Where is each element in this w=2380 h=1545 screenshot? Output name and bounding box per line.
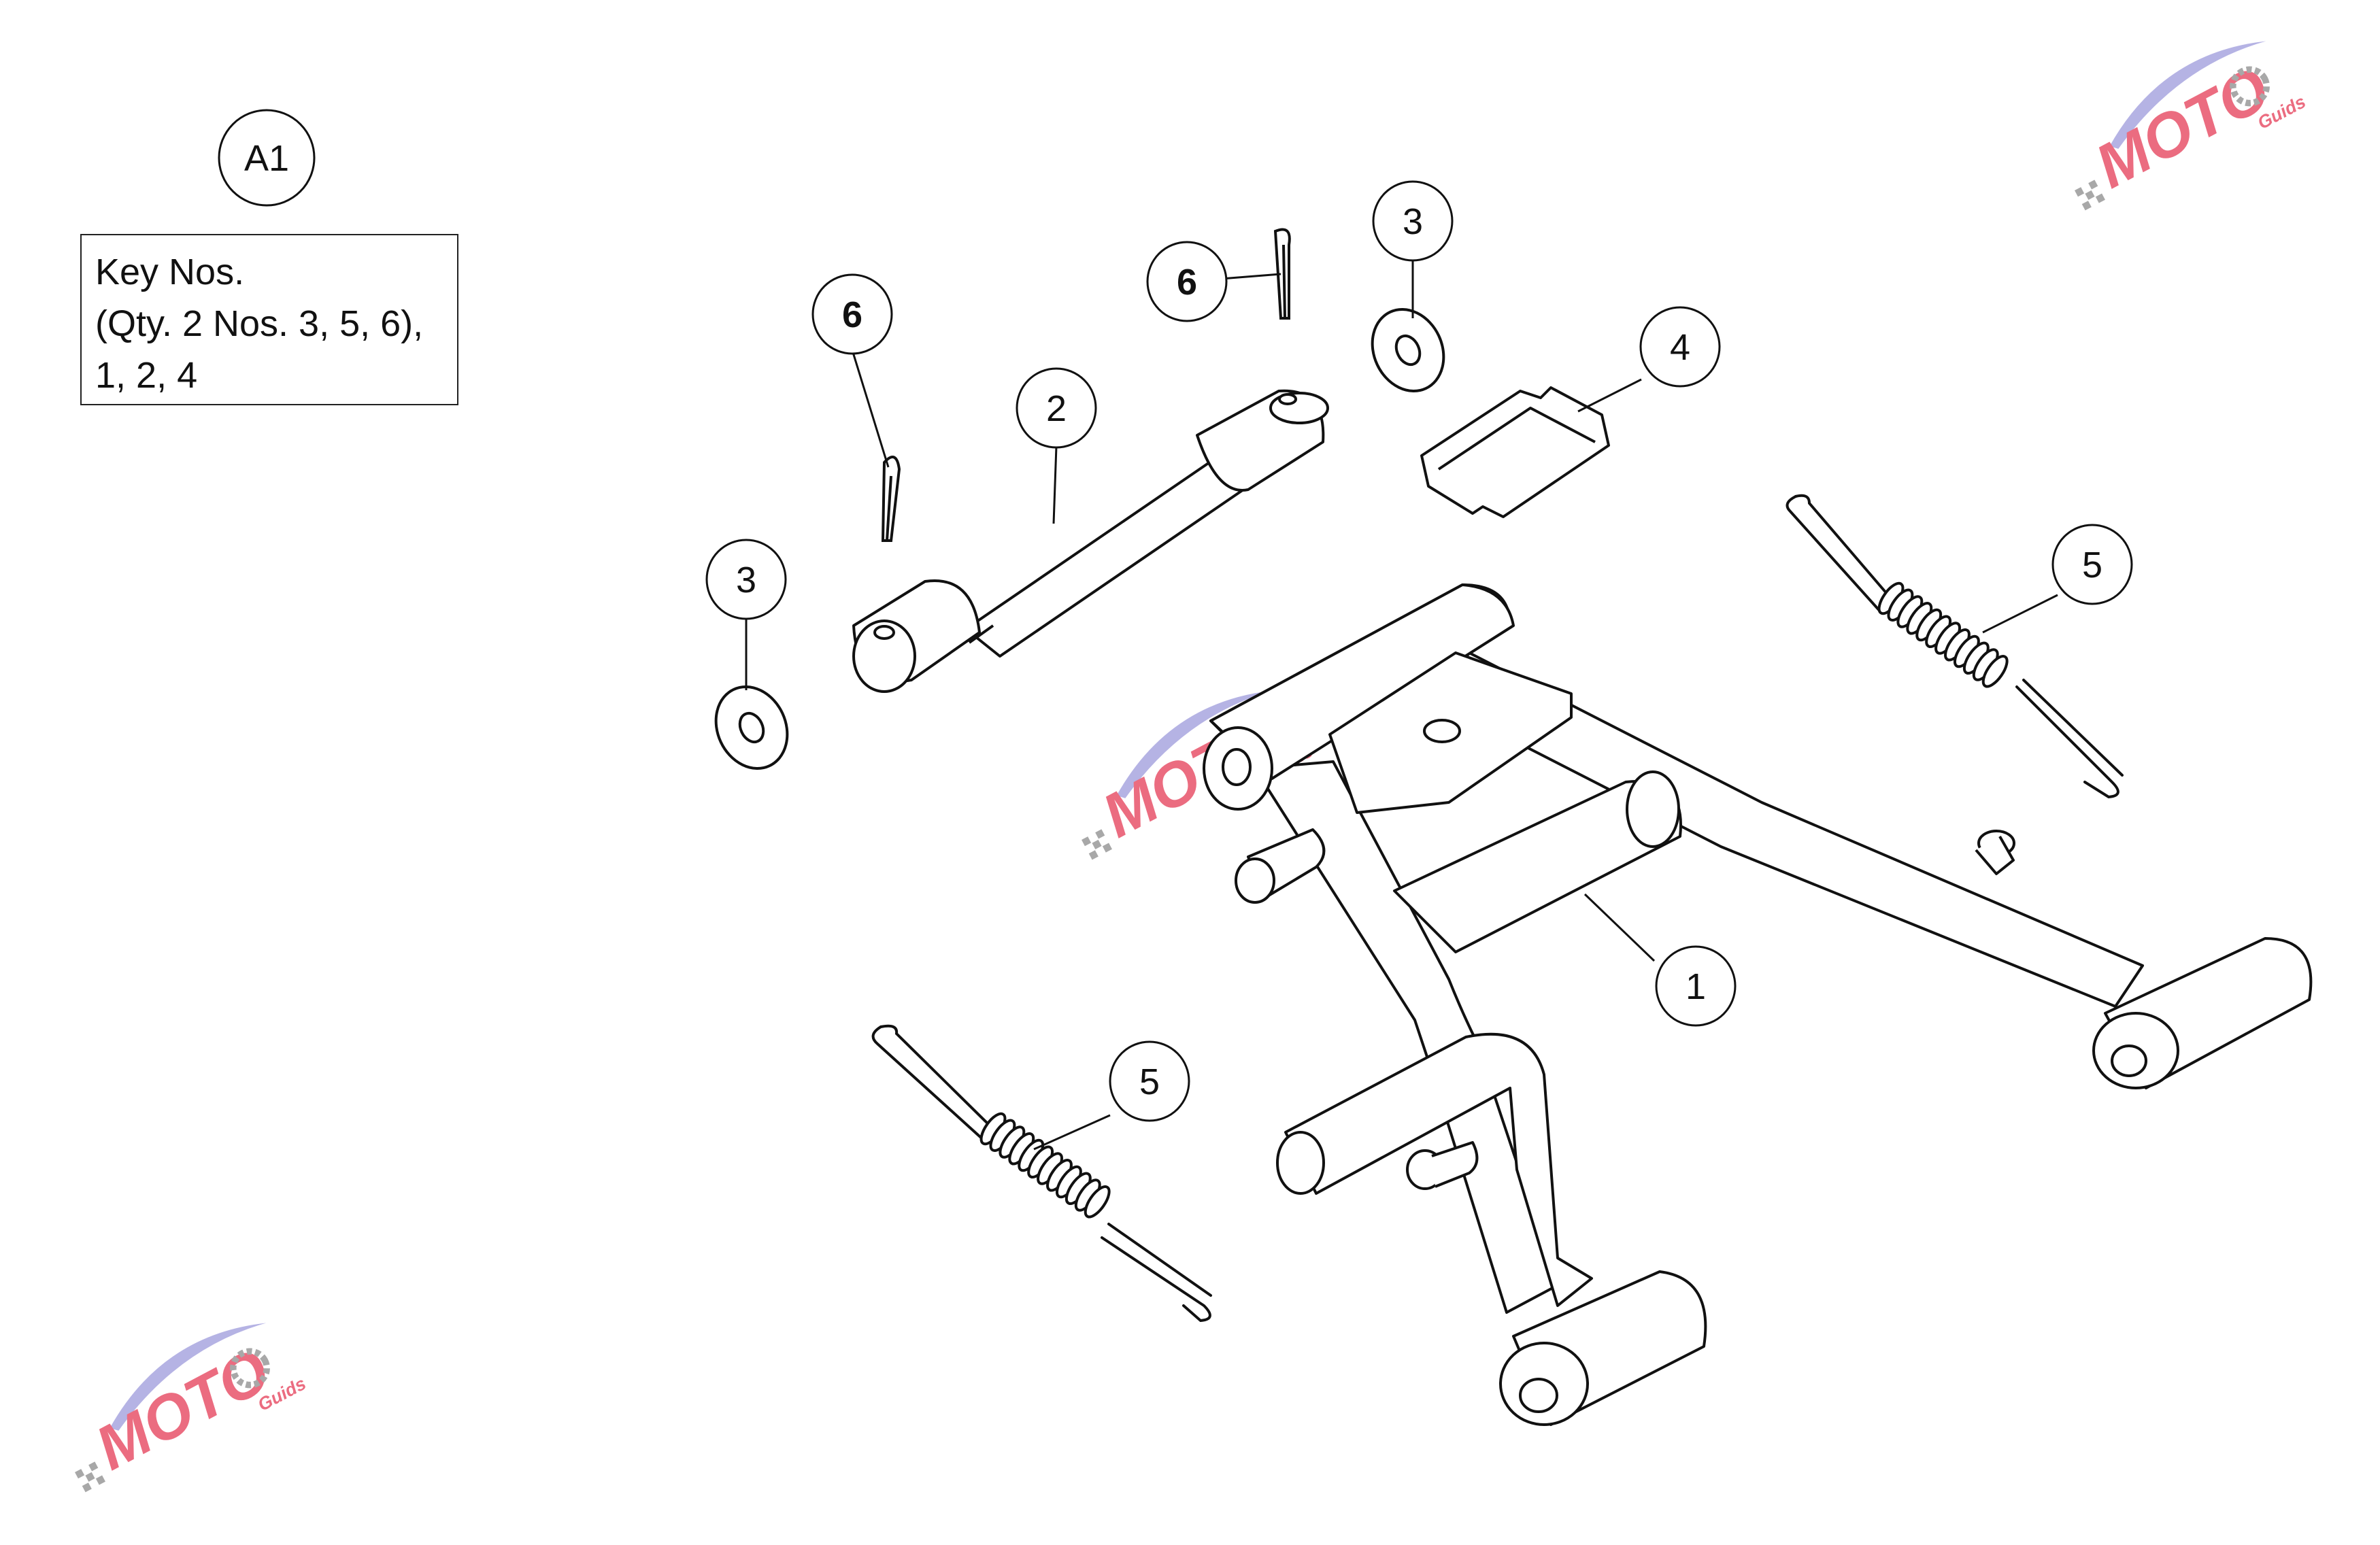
checker-flag-icon: [2085, 190, 2095, 200]
callout-circle: [1016, 367, 1097, 449]
callout-pivot-pin: 2: [1016, 367, 1097, 449]
callout-number: 2: [1046, 388, 1067, 429]
callout-circle: [811, 273, 893, 355]
callout-number: 5: [1139, 1062, 1160, 1102]
figure-id-callout: A1: [218, 109, 316, 207]
gear-icon: [230, 1348, 270, 1389]
callout-spring: 5: [2051, 524, 2133, 605]
callout-number: 1: [1686, 966, 1706, 1007]
callout-center-stand: 1: [1655, 945, 1737, 1027]
center-stand-part: [1203, 583, 2313, 1426]
gear-icon: [2230, 66, 2270, 107]
cotter-pin-part: [881, 228, 1291, 542]
callout-spring: 5: [1109, 1040, 1190, 1122]
key-line-1: Key Nos.: [95, 252, 245, 292]
watermark-swoosh: [2109, 41, 2266, 149]
callout-washer: 3: [705, 539, 787, 620]
checker-flag-icon: [95, 1475, 105, 1485]
callout-number: 4: [1670, 327, 1690, 368]
key-numbers-box: Key Nos. (Qty. 2 Nos. 3, 5, 6), 1, 2, 4: [80, 234, 458, 405]
callout-circle: [2051, 524, 2133, 605]
checker-flag-icon: [1095, 829, 1105, 839]
checker-flag-icon: [1092, 839, 1102, 849]
callout-number: 5: [2082, 545, 2102, 585]
callout-circle: [705, 539, 787, 620]
callout-circle: [1655, 945, 1737, 1027]
checker-flag-icon: [2081, 201, 2092, 211]
callout-cotter-pin: 6: [811, 273, 893, 355]
key-line-3: 1, 2, 4: [95, 355, 198, 396]
callout-number: 3: [736, 560, 756, 600]
watermark-swoosh: [1116, 690, 1273, 798]
callout-cotter-pin: 6: [1146, 241, 1228, 322]
callout-circle: [1146, 241, 1228, 322]
checker-flag-icon: [82, 1482, 92, 1493]
figure-id-label: A1: [244, 138, 289, 179]
spring-part: [871, 494, 2124, 1323]
callout-circle: [1639, 306, 1721, 388]
callout-circle: [1372, 180, 1454, 262]
callout-number: 3: [1403, 201, 1423, 242]
callout-stopper-plate: 4: [1639, 306, 1721, 388]
checker-flag-icon: [75, 1469, 85, 1479]
checker-flag-icon: [1102, 843, 1112, 853]
checker-flag-icon: [85, 1472, 95, 1482]
leader-lines: [745, 259, 2058, 1151]
checker-flag-icon: [2095, 193, 2105, 203]
checker-flag-icon: [2088, 180, 2098, 190]
callout-circle: [1109, 1040, 1190, 1122]
washer-part: [714, 307, 1445, 770]
stopper-plate-part: [1420, 386, 1610, 518]
key-line-2: (Qty. 2 Nos. 3, 5, 6),: [95, 303, 424, 344]
checker-flag-icon: [2075, 187, 2085, 197]
callout-group: A1 6 6 3 3 2 4 5 5 1: [218, 109, 2133, 1122]
callout-washer: 3: [1372, 180, 1454, 262]
callout-number: 6: [1177, 262, 1197, 303]
callout-number: 6: [842, 294, 862, 335]
checker-flag-icon: [88, 1461, 99, 1472]
checker-flag-icon: [1088, 850, 1099, 860]
pivot-pin-part: [852, 389, 1329, 693]
checker-flag-icon: [1082, 836, 1092, 847]
watermark-swoosh: [110, 1323, 267, 1431]
